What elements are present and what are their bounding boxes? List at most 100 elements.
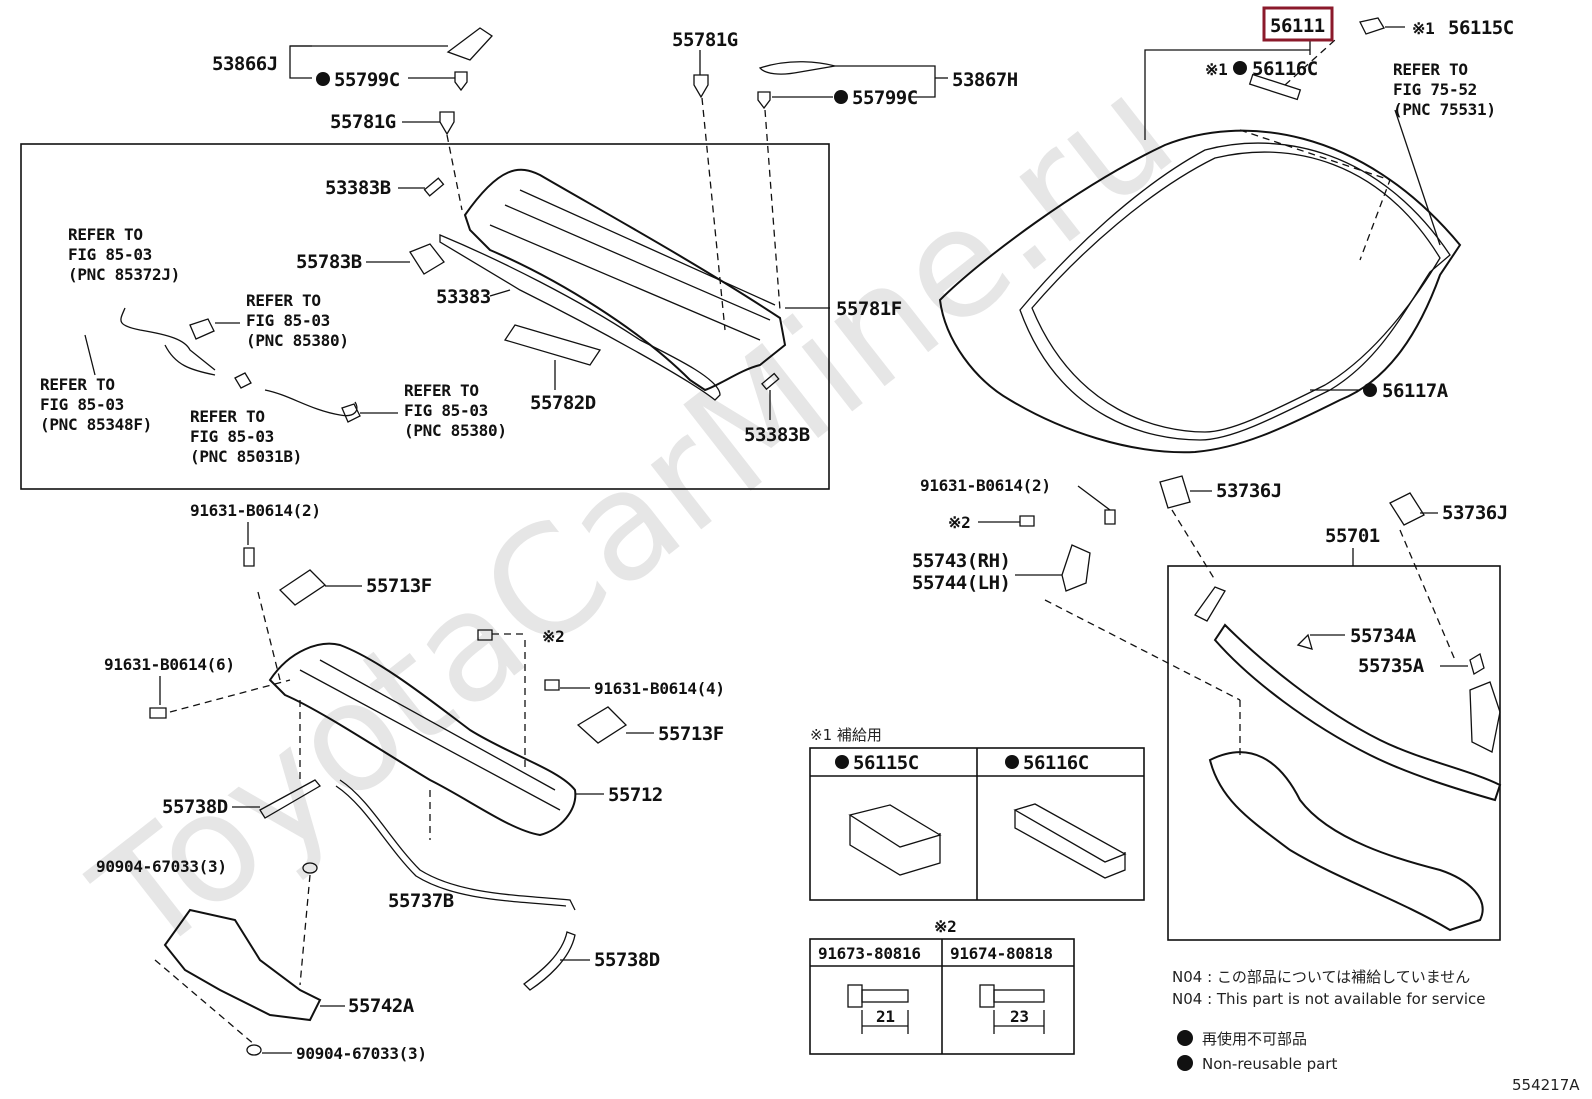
label-55799c-right[interactable]: 55799C — [852, 87, 918, 109]
label-91631-b0614-4[interactable]: 91631-B0614(4) — [594, 679, 725, 698]
hose-connector[interactable] — [234, 372, 252, 389]
55799c-clip-right[interactable] — [757, 91, 771, 110]
90904-grommet-bottom[interactable] — [246, 1044, 262, 1056]
55799c-clip[interactable] — [454, 71, 468, 92]
ref-pnc-85380-b[interactable]: REFER TO FIG 85-03 (PNC 85380) — [404, 381, 507, 440]
label-53866j[interactable]: 53866J — [212, 53, 278, 75]
label-53736j-a[interactable]: 53736J — [1216, 480, 1282, 502]
label-53383[interactable]: 53383 — [436, 286, 491, 308]
windshield-glass[interactable] — [938, 129, 1462, 454]
label-53383b-bottom[interactable]: 53383B — [744, 424, 810, 446]
label-55799c[interactable]: 55799C — [334, 69, 400, 91]
label-55783b[interactable]: 55783B — [296, 251, 362, 273]
label-91631-b0614-2-right[interactable]: 91631-B0614(2) — [920, 476, 1051, 495]
53867h-cover[interactable] — [758, 61, 836, 75]
hose-joint-rear[interactable] — [341, 403, 361, 423]
ref-pnc-85348f[interactable]: REFER TO FIG 85-03 (PNC 85348F) — [40, 375, 152, 434]
label-55781g-top[interactable]: 55781G — [672, 29, 738, 51]
ref-pnc-85031b[interactable]: REFER TO FIG 85-03 (PNC 85031B) — [190, 407, 302, 466]
label-55782d[interactable]: 55782D — [530, 392, 596, 414]
53383b-seal-bottom[interactable] — [761, 372, 780, 391]
dashed-leader — [446, 134, 463, 211]
55738d-seal-bottom[interactable] — [523, 931, 576, 991]
ref-pnc-85372j[interactable]: REFER TO FIG 85-03 (PNC 85372J) — [68, 225, 180, 284]
supply-col2-header[interactable]: 56116C — [1023, 752, 1089, 774]
ref-pnc-85380-a[interactable]: REFER TO FIG 85-03 (PNC 85380) — [246, 291, 349, 350]
label-55735a[interactable]: 55735A — [1358, 655, 1425, 677]
55782d-seal[interactable] — [503, 324, 602, 366]
washer-hose[interactable] — [120, 307, 216, 371]
label-53736j-b[interactable]: 53736J — [1442, 502, 1508, 524]
supply-col1-header[interactable]: 56115C — [853, 752, 919, 774]
91631-bolt[interactable] — [243, 547, 255, 567]
nonreusable-dot-icon — [835, 755, 849, 769]
label-55713f[interactable]: 55713F — [366, 575, 432, 597]
label-56117a[interactable]: 56117A — [1382, 380, 1449, 402]
label-55743-rh[interactable]: 55743(RH) — [912, 550, 1011, 572]
55781g-clip[interactable] — [439, 111, 455, 136]
label-55734a[interactable]: 55734A — [1350, 625, 1417, 647]
55783b-bracket[interactable] — [409, 243, 445, 275]
55734a-clip[interactable] — [1296, 633, 1313, 650]
label-55744-lh[interactable]: 55744(LH) — [912, 572, 1011, 594]
55737b-seal-inner[interactable] — [335, 785, 567, 907]
53866j-cover[interactable] — [446, 27, 493, 61]
label-55742a[interactable]: 55742A — [348, 995, 415, 1017]
90904-grommet[interactable] — [302, 862, 318, 874]
label-55738d-bottom[interactable]: 55738D — [594, 949, 660, 971]
55742a-duct[interactable] — [163, 908, 322, 1022]
dashed-leader — [764, 109, 781, 311]
55781f-cowl-louver[interactable] — [463, 168, 787, 392]
label-55781f[interactable]: 55781F — [836, 298, 902, 320]
label-91631-b0614-2[interactable]: 91631-B0614(2) — [190, 501, 321, 520]
55701-brace-lower[interactable] — [1208, 751, 1484, 932]
label-55701[interactable]: 55701 — [1325, 525, 1380, 547]
label-53867h[interactable]: 53867H — [952, 69, 1018, 91]
label-90904-top[interactable]: 90904-67033(3) — [96, 857, 227, 876]
55701-brace-upper[interactable] — [1213, 623, 1502, 802]
label-55713f-bottom[interactable]: 55713F — [658, 723, 724, 745]
55712-cowl-panel[interactable] — [268, 642, 577, 837]
53383-weatherstrip[interactable] — [439, 234, 721, 401]
55735a-end-piece[interactable] — [1469, 681, 1501, 753]
53736j-pad-b[interactable] — [1389, 492, 1425, 526]
dashed-leader — [1171, 509, 1216, 581]
91631-bolt-4[interactable] — [544, 679, 560, 691]
91631-bolt-right[interactable] — [1104, 509, 1116, 525]
asterisk1-mark: ※1 — [1412, 19, 1434, 38]
bolt-col1-header[interactable]: 91673-80816 — [818, 944, 921, 963]
bolt-col1-length: 21 — [876, 1007, 895, 1026]
label-56116c[interactable]: 56116C — [1252, 58, 1318, 80]
label-55737b[interactable]: 55737B — [388, 890, 454, 912]
55713f-bracket-bottom[interactable] — [576, 706, 628, 744]
56116c-strip[interactable] — [1248, 73, 1302, 101]
55737b-seal[interactable] — [339, 779, 576, 911]
label-56115c[interactable]: 56115C — [1448, 17, 1514, 39]
label-56111[interactable]: 56111 — [1270, 15, 1325, 37]
washer-hose-branch[interactable] — [164, 344, 216, 376]
label-90904-bottom[interactable]: 90904-67033(3) — [296, 1044, 427, 1063]
55735a-clip[interactable] — [1469, 653, 1485, 675]
56115c-clip[interactable] — [1359, 17, 1385, 35]
91631-bolt-6[interactable] — [149, 707, 167, 719]
label-53383b[interactable]: 53383B — [325, 177, 391, 199]
ref-fig75-52[interactable]: REFER TO FIG 75-52 (PNC 75531) — [1393, 60, 1496, 119]
55743-bracket[interactable] — [1061, 544, 1091, 592]
hose-joint[interactable] — [189, 318, 215, 340]
55738d-seal-left[interactable] — [259, 779, 321, 819]
bolt-col2-header[interactable]: 91674-80818 — [950, 944, 1053, 963]
svg-text:FIG 85-03: FIG 85-03 — [404, 401, 488, 420]
55713f-bracket-top[interactable] — [278, 569, 327, 606]
washer-nozzle[interactable] — [84, 334, 96, 376]
svg-text:FIG 85-03: FIG 85-03 — [190, 427, 274, 446]
label-55712[interactable]: 55712 — [608, 784, 663, 806]
55701-end-bracket[interactable] — [1194, 586, 1226, 622]
53736j-pad-a[interactable] — [1159, 475, 1191, 509]
label-55781g[interactable]: 55781G — [330, 111, 396, 133]
label-91631-b0614-6[interactable]: 91631-B0614(6) — [104, 655, 235, 674]
bolt-asterisk2[interactable] — [477, 629, 493, 641]
55781g-clip-top[interactable] — [693, 74, 709, 99]
53383b-seal[interactable] — [423, 177, 445, 197]
bolt-asterisk2-right[interactable] — [1019, 515, 1035, 527]
label-55738d[interactable]: 55738D — [162, 796, 228, 818]
